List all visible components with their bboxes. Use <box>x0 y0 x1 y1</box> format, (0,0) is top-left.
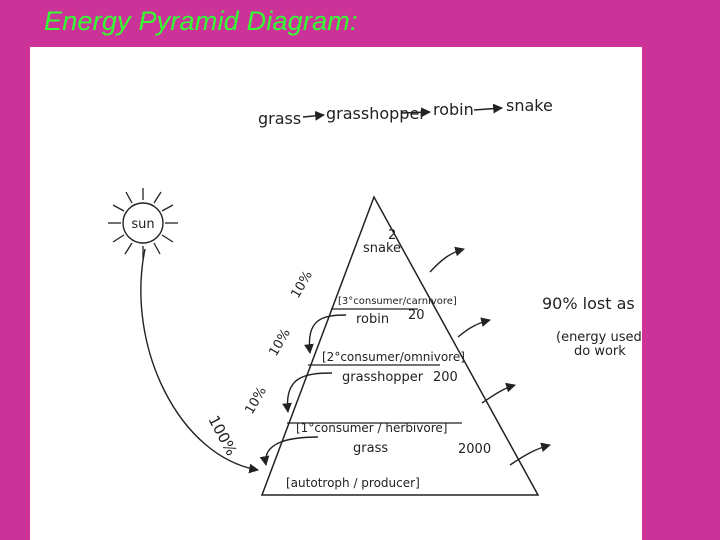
energy-pyramid-diagram: grass grasshopper robin snake sun 100% <box>108 96 642 496</box>
sun-transfer-label: 100% <box>204 412 240 458</box>
pyramid-level-robin: [3°consumer/carnivore] robin 20 <box>338 296 457 327</box>
pyramid-level-grass: [1°consumer / herbivore] grass 2000 <box>296 421 491 457</box>
level-energy: 2 <box>388 228 396 243</box>
level-organism: grasshopper <box>342 370 424 385</box>
slide-title: Energy Pyramid Diagram: <box>44 6 358 36</box>
pyramid-level-producer: [autotroph / producer] <box>286 476 420 490</box>
transfer-label: 10% <box>242 384 269 417</box>
transfer-label: 10% <box>266 326 293 359</box>
sun: sun <box>108 188 178 259</box>
level-energy: 200 <box>433 370 458 385</box>
transfer-label: 10% <box>288 268 315 301</box>
level-role: [1°consumer / herbivore] <box>296 421 447 435</box>
level-role: [2°consumer/omnivore] <box>322 350 465 364</box>
pyramid-level-snake: snake 2 <box>363 228 401 256</box>
pyramid-level-grasshopper: [2°consumer/omnivore] grasshopper 200 <box>322 350 465 385</box>
loss-note: 90% lost as (energy used do work <box>542 294 642 359</box>
chain-arrow <box>401 107 431 118</box>
energy-loss-arrows <box>429 246 551 466</box>
chain-arrow <box>473 103 503 114</box>
loss-arrow <box>429 246 465 273</box>
chain-item-robin: robin <box>433 100 474 119</box>
loss-arrow <box>457 317 491 338</box>
chain-arrow <box>302 110 325 121</box>
level-role: [autotroph / producer] <box>286 476 420 490</box>
level-organism: robin <box>356 312 389 327</box>
chain-item-grasshopper: grasshopper <box>326 104 426 123</box>
sun-energy-arrow <box>140 248 259 474</box>
diagram-panel: grass grasshopper robin snake sun 100% <box>30 47 642 540</box>
sun-circle <box>122 202 164 244</box>
chain-item-snake: snake <box>506 96 553 115</box>
transfer-arrow <box>282 372 333 413</box>
loss-arrow <box>509 442 551 466</box>
level-role: [3°consumer/carnivore] <box>338 296 457 307</box>
food-chain: grass grasshopper robin snake <box>258 96 553 128</box>
transfer-arrow <box>304 314 347 354</box>
chain-item-grass: grass <box>258 109 301 128</box>
loss-note-line1: 90% lost as <box>542 294 635 313</box>
loss-arrow <box>481 382 516 404</box>
transfer-arrow <box>259 436 319 466</box>
loss-note-line2: (energy used <box>556 330 642 345</box>
sun-label: sun <box>131 217 154 232</box>
pyramid-outline <box>260 195 540 496</box>
level-organism: grass <box>353 441 388 456</box>
level-organism: snake <box>363 241 401 256</box>
loss-note-line3: do work <box>574 344 626 359</box>
level-energy: 2000 <box>458 442 491 457</box>
level-energy: 20 <box>408 308 425 323</box>
sun-rays <box>108 188 178 259</box>
